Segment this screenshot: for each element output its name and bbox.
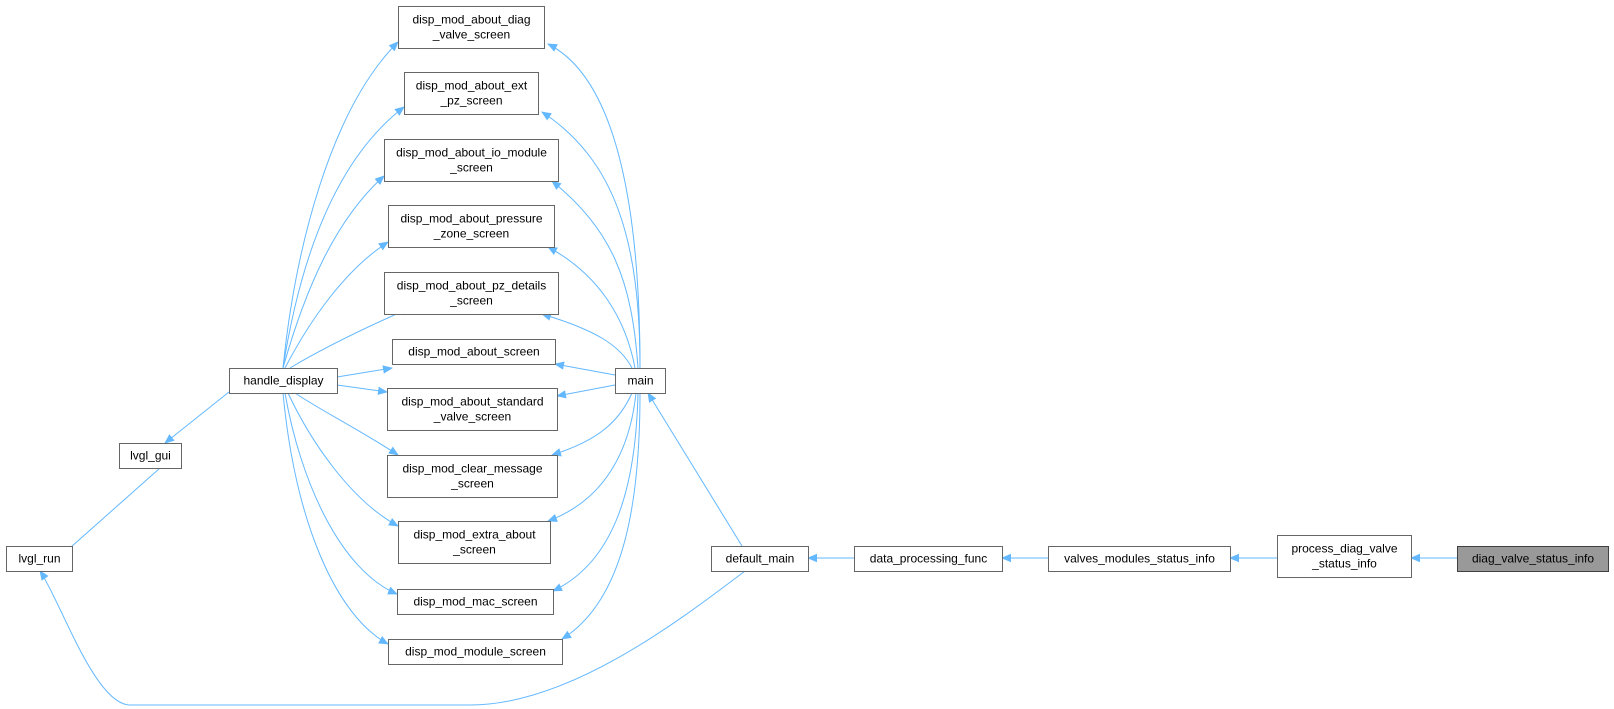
node-lvgl-gui[interactable]: lvgl_gui	[119, 443, 182, 469]
node-label: _zone_screen	[433, 227, 509, 241]
edge-disp_mod_about_ext_pz_screen-to-handle_display	[282, 106, 405, 369]
node-box[interactable]	[392, 339, 556, 365]
node-label: process_diag_valve	[1291, 542, 1397, 556]
node-box[interactable]	[1277, 535, 1412, 578]
node-disp-mod-about-diag-valve-screen[interactable]: disp_mod_about_diag_valve_screen	[398, 6, 545, 49]
node-box[interactable]	[398, 6, 545, 49]
node-box[interactable]	[119, 443, 182, 469]
node-handle-display[interactable]: handle_display	[229, 368, 338, 394]
node-box[interactable]	[398, 521, 551, 564]
node-label: disp_mod_module_screen	[405, 645, 546, 659]
node-label: main	[627, 374, 653, 388]
edge-main-to-disp_mod_about_standard_valve_screen	[556, 384, 616, 399]
node-label: disp_mod_clear_message	[402, 462, 542, 476]
node-label: _screen	[449, 294, 493, 308]
node-disp-mod-about-io-module-screen[interactable]: disp_mod_about_io_module_screen	[384, 139, 559, 182]
edge-disp_mod_about_screen-to-handle_display	[336, 365, 393, 378]
node-main[interactable]: main	[615, 368, 666, 394]
edge-main-to-disp_mod_about_screen	[554, 361, 616, 376]
edge-main-to-disp_mod_clear_message_screen	[551, 392, 633, 457]
edge-disp_mod_extra_about_screen-to-handle_display	[287, 392, 399, 527]
node-label: _valve_screen	[433, 410, 511, 424]
node-box[interactable]	[384, 272, 559, 315]
node-box[interactable]	[1048, 546, 1231, 572]
node-box[interactable]	[6, 546, 73, 572]
node-box[interactable]	[387, 455, 558, 498]
edge-disp_mod_about_pz_details_screen-to-handle_display	[289, 307, 411, 369]
node-label: _pz_screen	[439, 94, 502, 108]
node-disp-mod-module-screen[interactable]: disp_mod_module_screen	[388, 639, 563, 665]
edge-main-to-disp_mod_about_pressure_zone_screen	[547, 246, 636, 369]
node-box[interactable]	[397, 589, 554, 615]
node-label: disp_mod_about_standard	[401, 395, 543, 409]
node-label: lvgl_run	[18, 552, 60, 566]
node-label: data_processing_func	[870, 552, 987, 566]
node-label: diag_valve_status_info	[1472, 552, 1594, 566]
edge-disp_mod_about_pressure_zone_screen-to-handle_display	[284, 241, 389, 369]
node-disp-mod-about-pz-details-screen[interactable]: disp_mod_about_pz_details_screen	[384, 272, 559, 315]
edge-disp_mod_mac_screen-to-handle_display	[284, 392, 398, 595]
node-box[interactable]	[387, 388, 558, 431]
edge-disp_mod_clear_message_screen-to-handle_display	[294, 392, 399, 456]
node-disp-mod-extra-about-screen[interactable]: disp_mod_extra_about_screen	[398, 521, 551, 564]
edge-default_main-to-main	[647, 392, 743, 547]
edge-handle_display-to-lvgl_gui	[164, 391, 230, 444]
edge-disp_mod_about_io_module_screen-to-handle_display	[282, 175, 385, 369]
edge-main-to-disp_mod_about_pz_details_screen	[541, 312, 633, 369]
node-label: _screen	[452, 543, 496, 557]
node-box[interactable]	[229, 368, 338, 394]
node-valves-modules-status-info[interactable]: valves_modules_status_info	[1048, 546, 1231, 572]
node-label: default_main	[726, 552, 795, 566]
edge-disp_mod_about_standard_valve_screen-to-handle_display	[336, 384, 388, 395]
node-label: _screen	[450, 477, 494, 491]
node-box[interactable]	[384, 139, 559, 182]
node-box[interactable]	[711, 546, 809, 572]
node-label: handle_display	[243, 374, 323, 388]
node-label: disp_mod_about_diag	[412, 13, 530, 27]
node-disp-mod-about-screen[interactable]: disp_mod_about_screen	[392, 339, 556, 365]
node-box[interactable]	[615, 368, 666, 394]
node-label: disp_mod_about_screen	[408, 345, 539, 359]
node-disp-mod-clear-message-screen[interactable]: disp_mod_clear_message_screen	[387, 455, 558, 498]
node-label: disp_mod_about_ext	[416, 79, 528, 93]
edge-main-to-disp_mod_mac_screen	[552, 392, 639, 592]
node-disp-mod-about-pressure-zone-screen[interactable]: disp_mod_about_pressure_zone_screen	[388, 205, 555, 248]
node-box[interactable]	[854, 546, 1003, 572]
node-label: disp_mod_mac_screen	[413, 595, 537, 609]
node-lvgl-run[interactable]: lvgl_run	[6, 546, 73, 572]
node-label: _valve_screen	[432, 28, 510, 42]
edge-disp_mod_about_diag_valve_screen-to-handle_display	[282, 41, 399, 369]
node-box[interactable]	[388, 639, 563, 665]
node-box[interactable]	[388, 205, 555, 248]
node-diag-valve-status-info[interactable]: diag_valve_status_info	[1457, 546, 1609, 572]
edge-main-to-disp_mod_about_ext_pz_screen	[541, 111, 641, 369]
node-label: _status_info	[1311, 557, 1377, 571]
edge-disp_mod_module_screen-to-handle_display	[282, 392, 389, 645]
node-disp-mod-about-ext-pz-screen[interactable]: disp_mod_about_ext_pz_screen	[404, 72, 539, 115]
node-box[interactable]	[404, 72, 539, 115]
edge-main-to-disp_mod_about_io_module_screen	[551, 180, 639, 369]
edge-main-to-disp_mod_about_diag_valve_screen	[547, 43, 641, 369]
nodes-layer: disp_mod_about_diag_valve_screendisp_mod…	[6, 6, 1609, 665]
node-label: disp_mod_extra_about	[413, 528, 536, 542]
edges-layer	[39, 41, 1457, 706]
node-label: disp_mod_about_pressure	[400, 212, 542, 226]
node-data-processing-func[interactable]: data_processing_func	[854, 546, 1003, 572]
node-default-main[interactable]: default_main	[711, 546, 809, 572]
edge-default_main-to-lvgl_run	[39, 570, 746, 706]
node-label: _screen	[449, 161, 493, 175]
node-label: disp_mod_about_io_module	[396, 146, 547, 160]
node-disp-mod-about-standard-valve-screen[interactable]: disp_mod_about_standard_valve_screen	[387, 388, 558, 431]
node-label: disp_mod_about_pz_details	[397, 279, 546, 293]
edge-main-to-disp_mod_module_screen	[561, 392, 641, 640]
node-box[interactable]	[1457, 546, 1609, 572]
node-label: lvgl_gui	[130, 449, 171, 463]
node-label: valves_modules_status_info	[1064, 552, 1215, 566]
node-process-diag-valve-status-info[interactable]: process_diag_valve_status_info	[1277, 535, 1412, 578]
node-disp-mod-mac-screen[interactable]: disp_mod_mac_screen	[397, 589, 554, 615]
edge-main-to-disp_mod_extra_about_screen	[547, 392, 637, 522]
